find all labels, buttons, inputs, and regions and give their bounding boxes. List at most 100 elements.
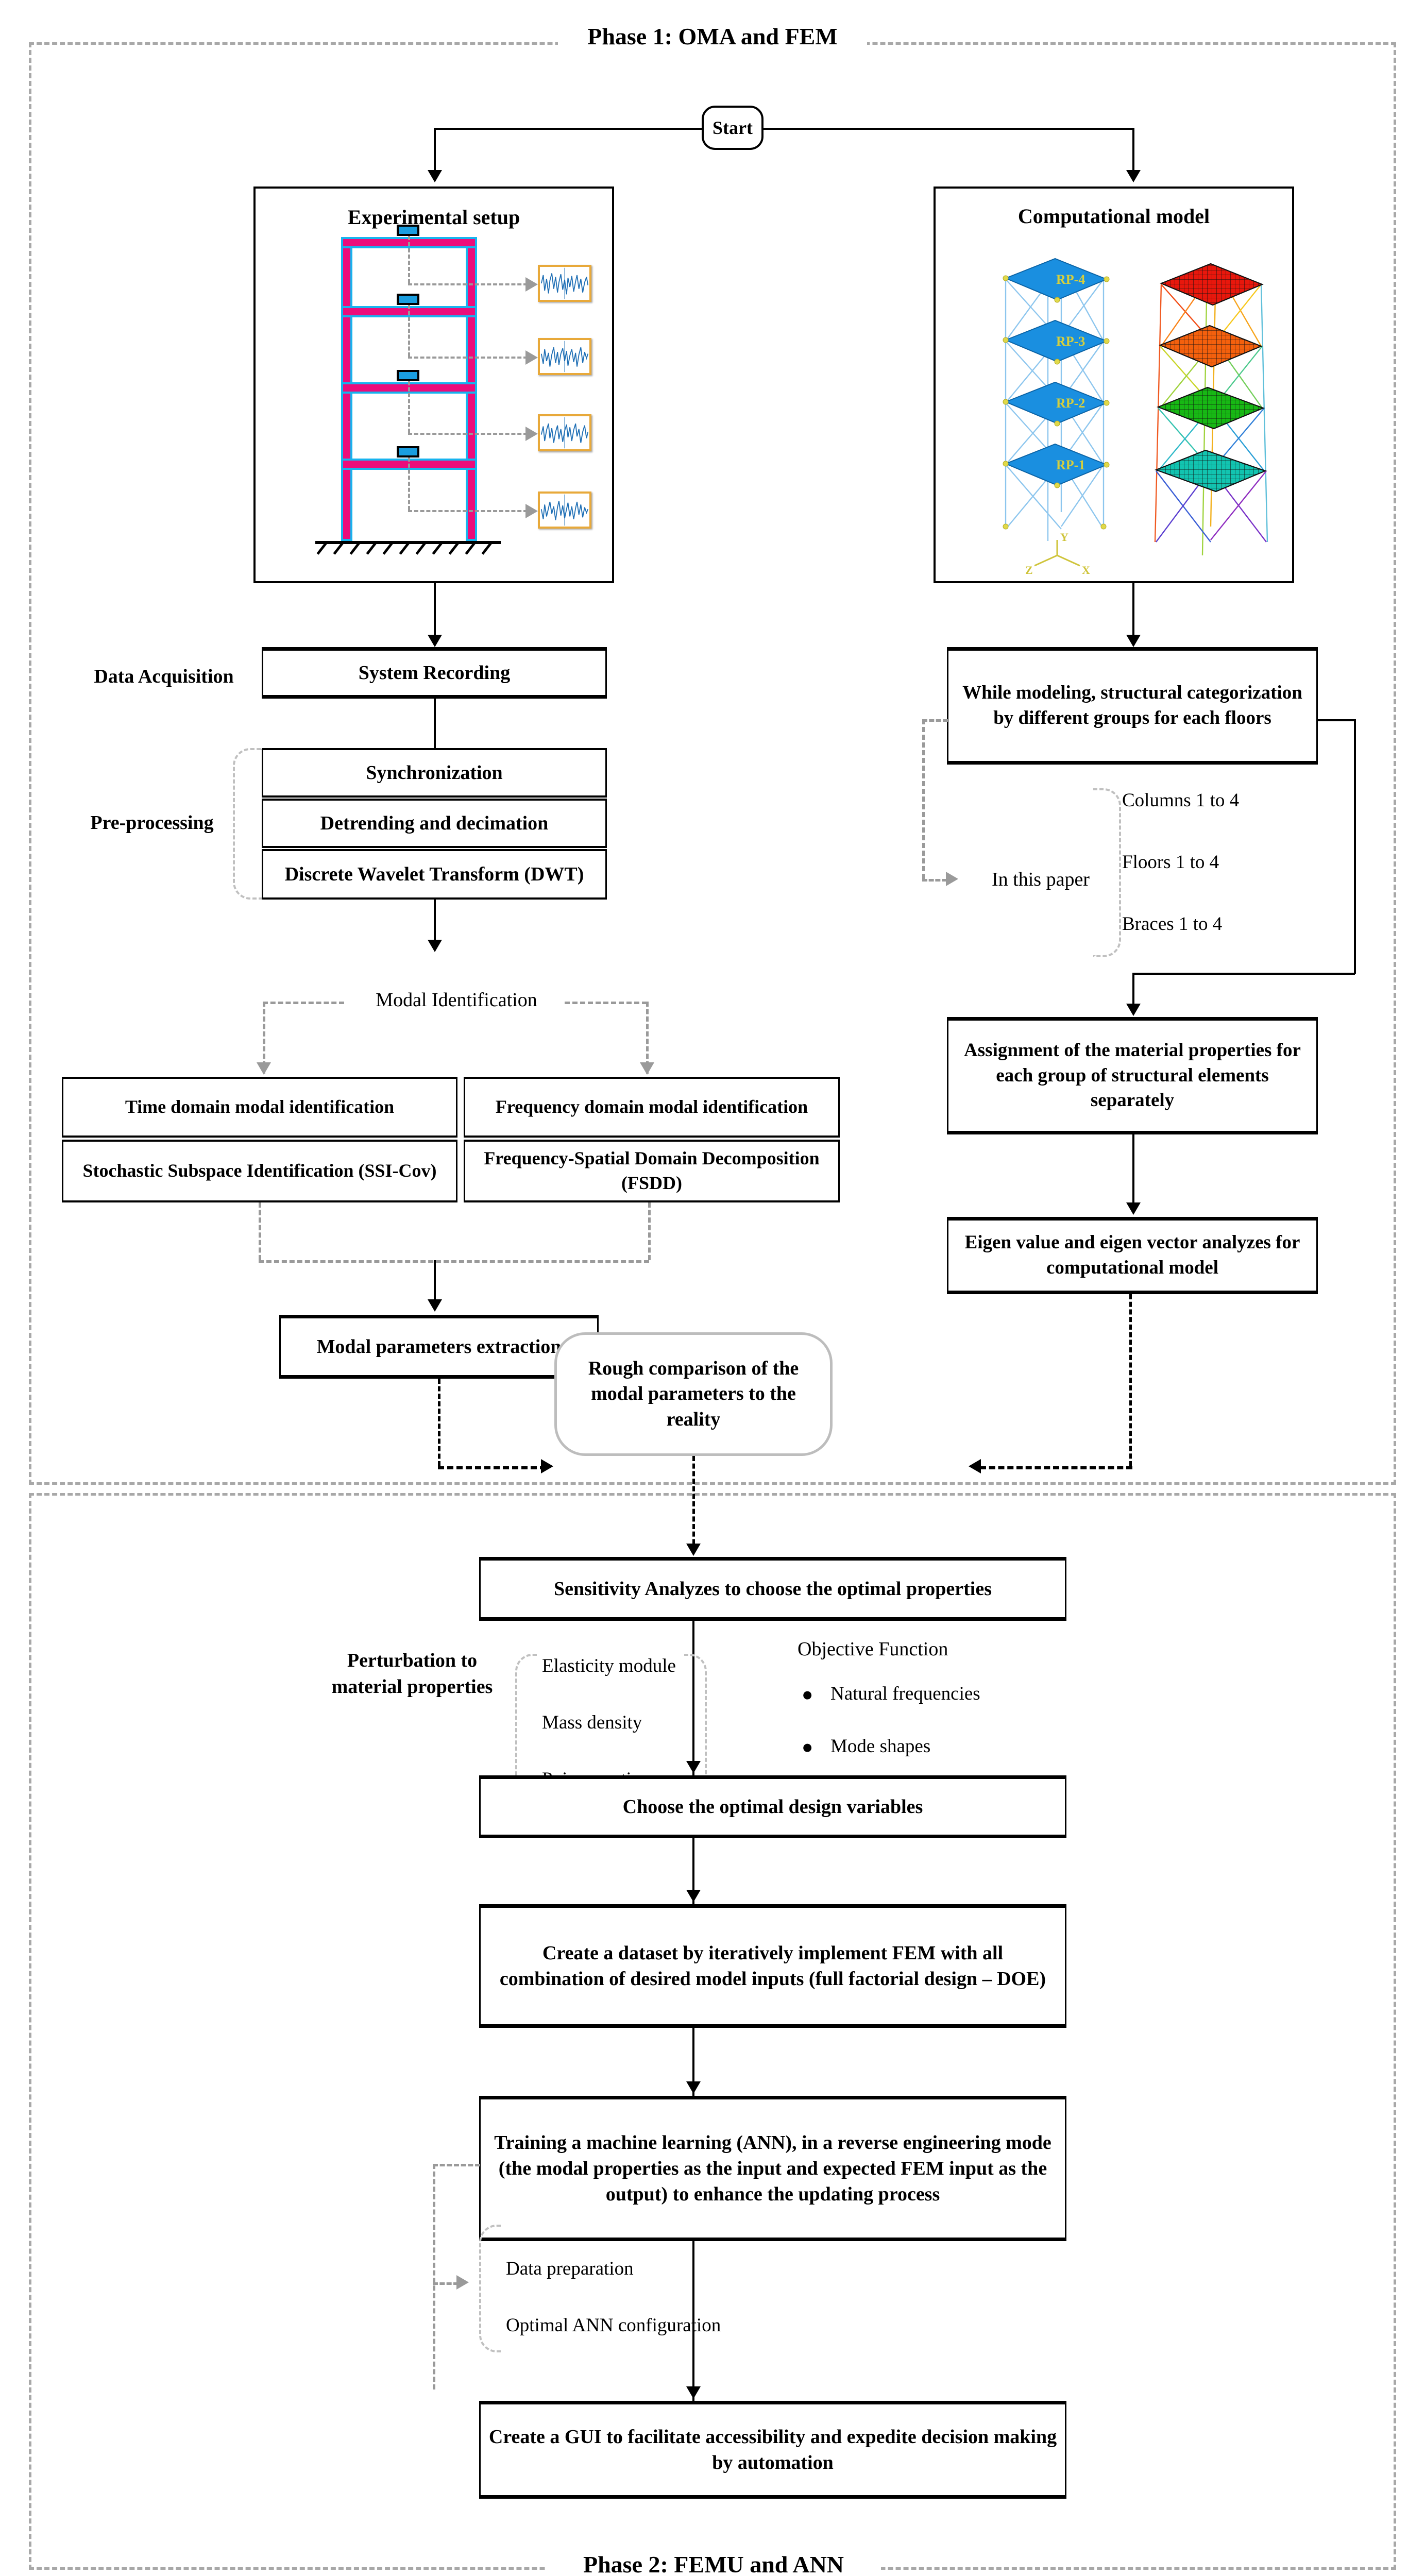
paper-item-braces: Braces 1 to 4 <box>1122 913 1223 935</box>
assignment-to-eigen-arrow <box>1126 1202 1141 1215</box>
box-ssi-cov: Stochastic Subspace Identification (SSI-… <box>62 1140 457 1202</box>
ground-line <box>315 541 501 544</box>
box-synchronization: Synchronization <box>262 748 607 798</box>
fem-model-illustration: RP-4 RP-3 RP-2 RP-1 Y X Z <box>934 187 1294 583</box>
start-spine-right <box>762 128 1133 130</box>
label-in-this-paper: In this paper <box>992 869 1090 890</box>
objective-bullet-2: ● <box>802 1737 813 1758</box>
label-perturbation-line2: material properties <box>331 1676 493 1698</box>
label-data-acquisition: Data Acquisition <box>94 666 234 687</box>
categorization-bottom-return <box>1132 973 1355 975</box>
extraction-to-comparison-arrow <box>541 1459 553 1473</box>
signal-plot-1 <box>538 492 591 529</box>
categorization-right-drop <box>1354 719 1356 974</box>
accelerometer-1 <box>397 446 419 457</box>
signal-plot-3 <box>538 338 591 375</box>
label-perturbation: Perturbation to material properties <box>309 1648 515 1701</box>
choose-to-dataset-line <box>692 1838 694 1904</box>
sensitivity-to-choose-line <box>692 1621 694 1775</box>
phase2-title: Phase 2: FEMU and ANN <box>546 2553 881 2576</box>
choose-to-dataset-arrow <box>686 1890 701 1902</box>
in-this-paper-arrow <box>946 872 958 886</box>
exp-to-recording-arrow <box>428 635 442 647</box>
box-dataset: Create a dataset by iteratively implemen… <box>479 1904 1066 2028</box>
training-to-gui-arrow <box>686 2386 701 2399</box>
ann-notes-arrow <box>456 2275 469 2290</box>
fsdd-exit-line <box>648 1202 651 1260</box>
ssi-exit-line <box>259 1202 261 1260</box>
return-to-assignment-arrow <box>1126 1004 1141 1016</box>
test-frame-illustration <box>253 187 614 583</box>
comp-to-categorization-arrow <box>1126 635 1141 647</box>
modal-group-right-arrow <box>640 1062 654 1075</box>
accelerometer-4 <box>397 225 419 236</box>
ann-note-optimal-config: Optimal ANN configuration <box>506 2315 721 2336</box>
accelerometer-2 <box>397 370 419 381</box>
sensor-lead-arrow-1 <box>525 504 538 518</box>
start-node: Start <box>702 106 764 150</box>
box-fsdd: Frequency-Spatial Domain Decomposition (… <box>464 1140 840 1202</box>
sensor-lead-4 <box>408 283 528 285</box>
recording-to-sync-line <box>434 699 436 750</box>
modal-group-left-drop <box>263 1002 265 1074</box>
objective-bullet-1: ● <box>802 1684 813 1705</box>
sensor-lead-arrow-4 <box>525 277 538 292</box>
modal-group-left-arrow <box>257 1062 271 1075</box>
categorization-right-exit <box>1318 719 1355 721</box>
objective-item-mode-shapes: Mode shapes <box>830 1736 931 1757</box>
comp-to-categorization-line <box>1132 583 1134 644</box>
phase1-title: Phase 1: OMA and FEM <box>558 25 867 48</box>
ann-notes-hline-top <box>433 2164 480 2166</box>
dwt-to-modal-arrow <box>428 940 442 952</box>
ann-notes-bracket <box>479 2225 501 2352</box>
in-this-paper-hline <box>922 879 947 882</box>
signal-plot-4 <box>538 265 591 302</box>
start-to-experimental-arrow <box>428 170 442 182</box>
box-dwt: Discrete Wavelet Transform (DWT) <box>262 849 607 900</box>
ann-notes-hline-bottom <box>433 2282 459 2285</box>
box-categorization: While modeling, structural categorizatio… <box>947 647 1318 765</box>
sensor-lead-3 <box>408 357 528 359</box>
computational-model-panel <box>934 187 1294 583</box>
box-detrending: Detrending and decimation <box>262 799 607 848</box>
eigen-to-comparison-hline <box>980 1466 1132 1469</box>
extraction-to-comparison-hline <box>438 1466 546 1469</box>
return-to-assignment-line <box>1132 973 1134 1013</box>
comparison-to-sensitivity-line <box>692 1456 695 1552</box>
fem-axis-label-x: X <box>1082 564 1090 577</box>
fem-axis-label-y: Y <box>1060 531 1068 544</box>
modal-to-extraction-arrow <box>428 1299 442 1312</box>
pre-processing-bracket <box>233 748 263 900</box>
box-freq-domain: Frequency domain modal identification <box>464 1077 840 1138</box>
accelerometer-3 <box>397 294 419 305</box>
sensor-lead-1 <box>408 510 528 512</box>
label-pre-processing: Pre-processing <box>90 812 214 834</box>
objective-item-natural-frequencies: Natural frequencies <box>830 1683 980 1704</box>
dataset-to-training-line <box>692 2028 694 2096</box>
box-training: Training a machine learning (ANN), in a … <box>479 2096 1066 2241</box>
modal-group-bottom <box>259 1260 649 1263</box>
sensor-lead-arrow-3 <box>525 350 538 365</box>
start-to-computational-arrow <box>1126 170 1141 182</box>
dataset-to-training-arrow <box>686 2081 701 2094</box>
computational-model-title: Computational model <box>1017 205 1210 228</box>
start-spine-left <box>434 128 702 130</box>
box-sensitivity: Sensitivity Analyzes to choose the optim… <box>479 1557 1066 1621</box>
paper-item-columns: Columns 1 to 4 <box>1122 790 1240 811</box>
box-eigen: Eigen value and eigen vector analyzes fo… <box>947 1217 1318 1294</box>
start-to-experimental-line <box>434 128 436 179</box>
box-time-domain: Time domain modal identification <box>62 1077 457 1138</box>
fem-label-rp4: RP-4 <box>1056 272 1085 287</box>
fem-axis-label-z: Z <box>1025 564 1033 577</box>
exp-to-recording-line <box>434 583 436 644</box>
categorization-note-hline <box>922 719 948 722</box>
sensor-lead-vert-2 <box>408 381 410 433</box>
perturbation-item-elasticity: Elasticity module <box>542 1655 676 1676</box>
dwt-to-modal-line <box>434 900 436 949</box>
fem-label-rp1: RP-1 <box>1056 457 1085 472</box>
label-modal-identification: Modal Identification <box>376 989 537 1011</box>
categorization-note-vline <box>922 719 925 879</box>
label-objective-function: Objective Function <box>798 1638 948 1660</box>
sensor-lead-vert-3 <box>408 305 410 357</box>
signal-plot-2 <box>538 414 591 451</box>
